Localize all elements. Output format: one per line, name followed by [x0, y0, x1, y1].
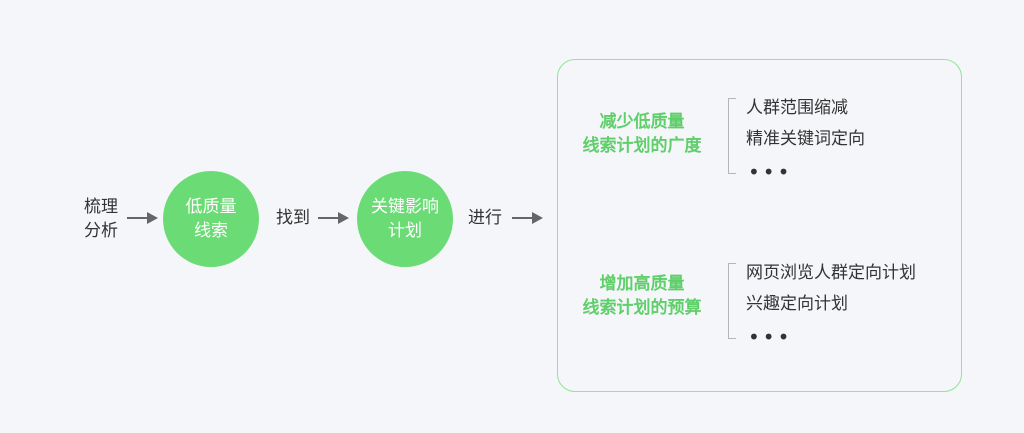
- list-item: 网页浏览人群定向计划: [746, 263, 916, 283]
- list-item: 精准关键词定向: [746, 129, 865, 149]
- actions-panel: [557, 59, 962, 392]
- arrow-icon: [127, 211, 159, 225]
- key-impact-plan-node: 关键影响 计划: [357, 171, 453, 267]
- list-item: 兴趣定向计划: [746, 294, 848, 314]
- step-find-label: 找到: [276, 208, 310, 228]
- step-execute-label: 进行: [468, 208, 502, 228]
- step-analyze-label: 梳理 分析: [84, 197, 118, 241]
- group-title-reduce: 减少低质量 线索计划的广度: [582, 112, 702, 156]
- bracket: [728, 98, 736, 174]
- list-item: 人群范围缩减: [746, 98, 848, 118]
- more-ellipsis: •••: [748, 160, 793, 184]
- bracket: [728, 263, 736, 339]
- low-quality-leads-node: 低质量 线索: [163, 171, 259, 267]
- arrow-icon: [512, 211, 544, 225]
- arrow-icon: [318, 211, 350, 225]
- more-ellipsis: •••: [748, 325, 793, 349]
- group-title-increase: 增加高质量 线索计划的预算: [582, 274, 702, 318]
